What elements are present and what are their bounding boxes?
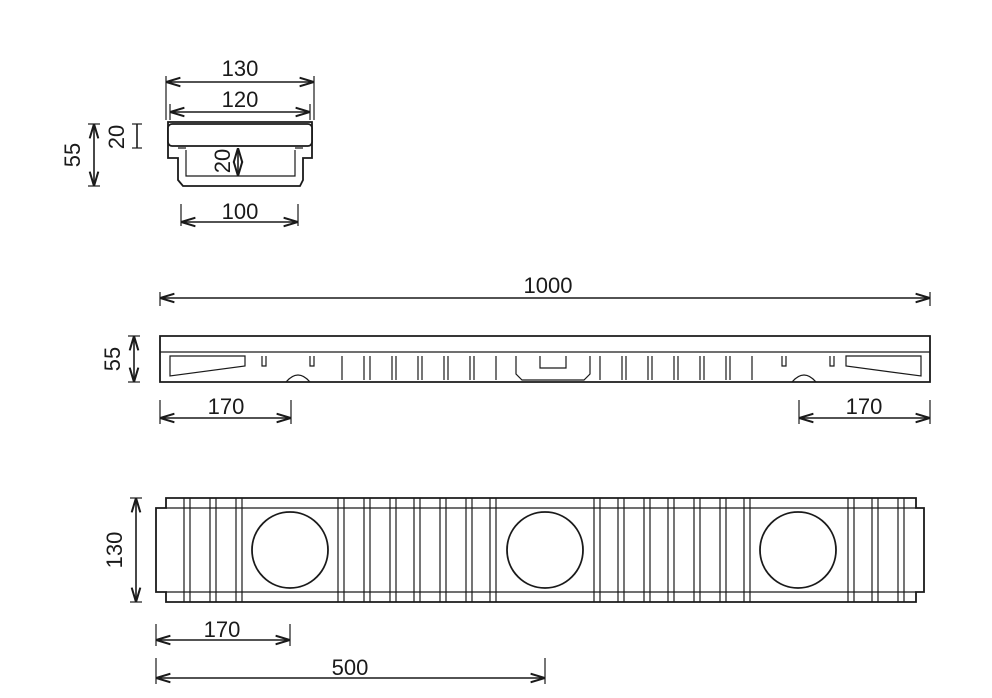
- grate-slots: [183, 498, 905, 602]
- outlet-circle-right: [759, 511, 837, 589]
- dim-end-offset: 170: [204, 617, 241, 642]
- section-view: 130 120 55 20 20 100: [60, 56, 315, 226]
- dim-top-view-width: 130: [102, 532, 127, 569]
- dim-side-height: 55: [100, 347, 125, 371]
- dim-grate-height: 20: [104, 125, 129, 149]
- dim-bottom-width: 100: [222, 199, 259, 224]
- top-view: 130 170 500: [102, 497, 925, 684]
- dim-inner-depth: 20: [210, 149, 235, 173]
- dim-half-length: 500: [332, 655, 369, 680]
- outlet-circle-left: [251, 511, 329, 589]
- channel-side-profile: [159, 335, 931, 383]
- dim-section-height: 55: [60, 143, 85, 167]
- dim-grate-width: 120: [222, 87, 259, 112]
- side-view: 1000: [100, 273, 931, 424]
- grate-section: [167, 123, 313, 147]
- outlet-circle-center: [506, 511, 584, 589]
- rib-slots: [261, 356, 835, 380]
- dim-right-end: 170: [846, 394, 883, 419]
- dim-overall-length: 1000: [524, 273, 573, 298]
- dim-left-end: 170: [208, 394, 245, 419]
- dim-top-width: 130: [222, 56, 259, 81]
